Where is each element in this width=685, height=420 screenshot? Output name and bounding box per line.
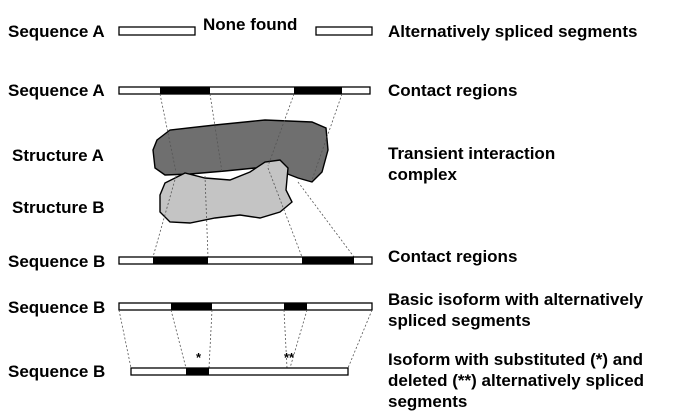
connectors-isoforms xyxy=(118,309,373,369)
label-sequence-b-3: Sequence B xyxy=(8,362,106,381)
structure-a-shape xyxy=(152,119,329,183)
sequence-a-contact-bar xyxy=(118,86,371,95)
desc-substituted-isoform: Isoform with substituted (*) and deleted… xyxy=(388,350,645,411)
spliced-segment-2 xyxy=(284,303,307,310)
substituted-segment xyxy=(186,368,209,375)
sequence-b-basic-isoform-bar xyxy=(118,302,373,311)
connectors-sequence-a xyxy=(159,93,343,181)
substituted-marker: * xyxy=(196,350,202,365)
desc-basic-isoform: Basic isoform with alternatively spliced… xyxy=(388,290,644,330)
sequence-a-spliced-bar xyxy=(118,26,373,36)
label-structure-a: Structure A xyxy=(12,146,104,165)
contact-segment-a2 xyxy=(294,87,342,94)
desc-alternatively-spliced: Alternatively spliced segments xyxy=(388,22,638,41)
sequence-b-substituted-isoform-bar xyxy=(130,367,349,376)
contact-segment-b2 xyxy=(302,257,354,264)
spliced-segment-1 xyxy=(171,303,212,310)
none-found-label: None found xyxy=(203,15,298,34)
label-structure-b: Structure B xyxy=(12,198,105,217)
connectors-sequence-b xyxy=(152,167,355,258)
desc-transient-complex: Transient interaction complex xyxy=(388,144,556,184)
label-sequence-b-2: Sequence B xyxy=(8,298,106,317)
label-sequence-a-2: Sequence A xyxy=(8,81,105,100)
label-sequence-b-1: Sequence B xyxy=(8,252,106,271)
contact-segment-b1 xyxy=(153,257,208,264)
deleted-marker: ** xyxy=(284,350,295,365)
contact-segment-a1 xyxy=(160,87,210,94)
label-sequence-a-1: Sequence A xyxy=(8,22,105,41)
structure-b-shape xyxy=(159,159,293,224)
desc-contact-regions-a: Contact regions xyxy=(388,81,518,100)
sequence-b-contact-bar xyxy=(118,256,373,265)
desc-contact-regions-b: Contact regions xyxy=(388,247,518,266)
